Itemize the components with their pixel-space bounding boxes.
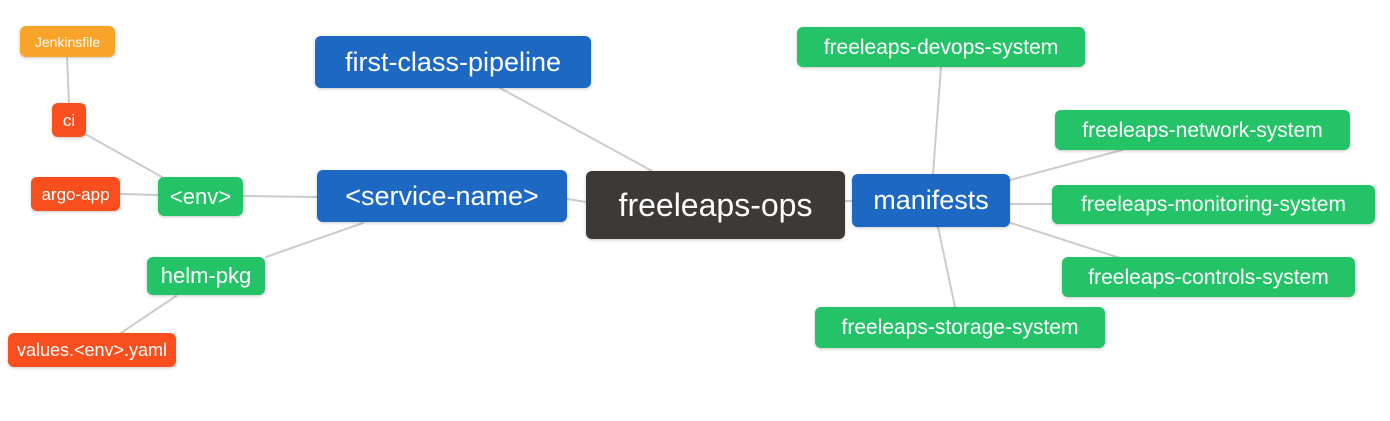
node-helm-pkg[interactable]: helm-pkg xyxy=(147,257,265,295)
edge-values-env-yaml-to-helm-pkg xyxy=(120,295,177,334)
node-freeleaps-devops-system[interactable]: freeleaps-devops-system xyxy=(797,27,1085,67)
node-values-env-yaml[interactable]: values.<env>.yaml xyxy=(8,333,176,367)
edge-env-to-service-name xyxy=(242,195,318,198)
edge-manifests-to-freeleaps-devops-system xyxy=(932,66,942,175)
node-freeleaps-controls-system[interactable]: freeleaps-controls-system xyxy=(1062,257,1355,297)
node-freeleaps-network-system[interactable]: freeleaps-network-system xyxy=(1055,110,1350,150)
node-first-class-pipeline[interactable]: first-class-pipeline xyxy=(315,36,591,88)
node-freeleaps-storage-system[interactable]: freeleaps-storage-system xyxy=(815,307,1105,348)
edge-first-class-pipeline-to-freeleaps-ops xyxy=(499,87,653,172)
edge-manifests-to-freeleaps-network-system xyxy=(1009,149,1123,181)
node-manifests[interactable]: manifests xyxy=(852,174,1010,227)
edge-helm-pkg-to-service-name xyxy=(265,222,364,258)
node-ci[interactable]: ci xyxy=(52,103,86,137)
node-env[interactable]: <env> xyxy=(158,177,243,216)
edge-argo-app-to-env xyxy=(119,193,159,196)
node-service-name[interactable]: <service-name> xyxy=(317,170,567,222)
node-freeleaps-ops[interactable]: freeleaps-ops xyxy=(586,171,845,239)
node-argo-app[interactable]: argo-app xyxy=(31,177,120,211)
edge-manifests-to-freeleaps-storage-system xyxy=(937,226,956,308)
node-jenkinsfile[interactable]: Jenkinsfile xyxy=(20,26,115,57)
edge-service-name-to-freeleaps-ops xyxy=(566,198,587,203)
edge-ci-to-env xyxy=(86,134,163,178)
edge-jenkinsfile-to-ci xyxy=(66,56,70,104)
edge-manifests-to-freeleaps-controls-system xyxy=(1010,222,1121,259)
node-freeleaps-monitoring-system[interactable]: freeleaps-monitoring-system xyxy=(1052,185,1375,224)
